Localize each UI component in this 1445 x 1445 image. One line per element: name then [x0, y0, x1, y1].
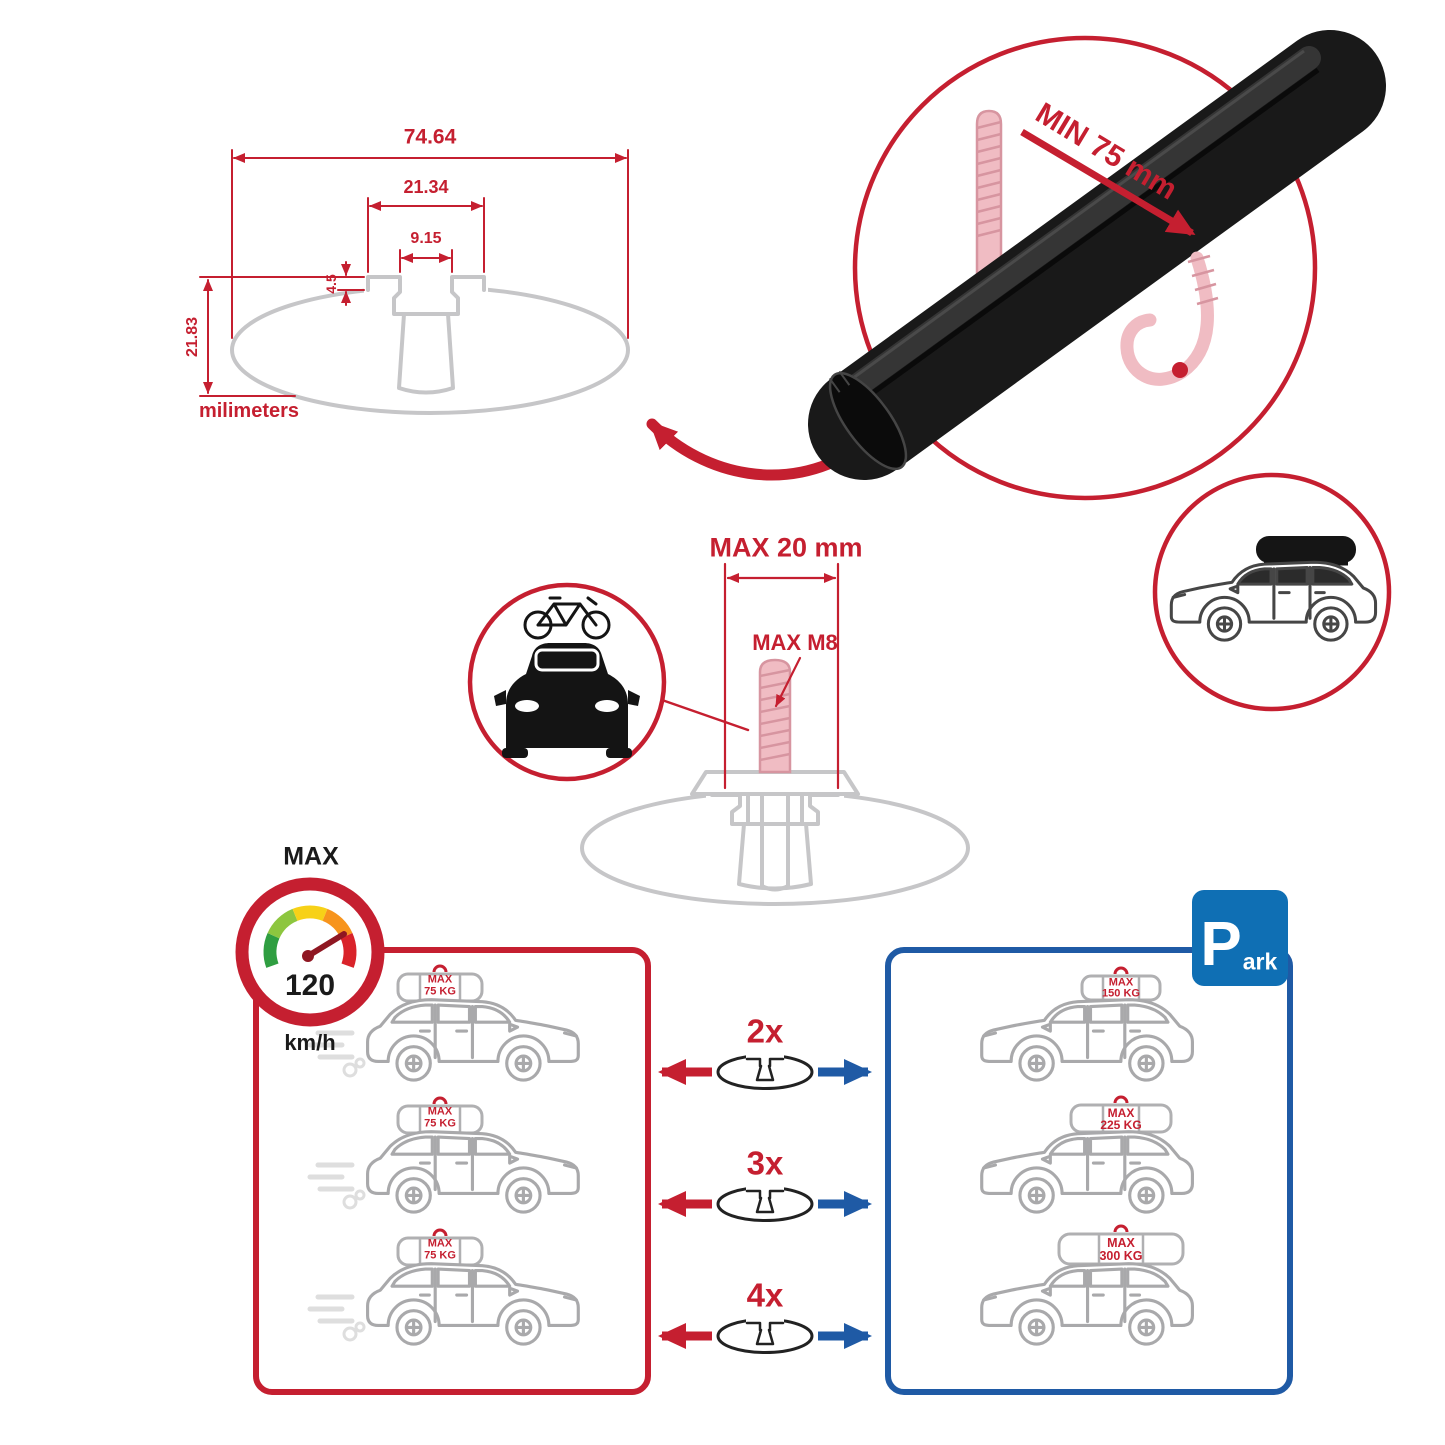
parked-car-row1	[980, 966, 1194, 1082]
car-with-load-row2	[307, 1096, 580, 1214]
car-front-icon	[494, 643, 640, 758]
bolt-spec-diagram	[580, 562, 970, 906]
bicycle-icon	[523, 596, 611, 640]
profile-channel	[366, 275, 486, 395]
speedometer-icon	[235, 877, 385, 1027]
dim-total-height: 21.83	[184, 316, 201, 358]
threaded-rod-upper-icon	[975, 109, 1003, 307]
threaded-hook-lower-icon	[1120, 251, 1219, 386]
crossbar-bar	[808, 30, 1386, 480]
row-multiplier: 2x	[746, 1012, 784, 1050]
park-suffix: ark	[1242, 948, 1278, 975]
min-span-arrow	[1020, 128, 1196, 237]
park-letter: P	[1200, 910, 1242, 979]
detail-circle	[852, 35, 1318, 501]
speed-max-label: MAX	[283, 842, 339, 871]
dim-channel-width: 21.34	[403, 177, 449, 197]
car-with-load-row1	[307, 964, 580, 1082]
car-with-bike-icon	[467, 582, 667, 782]
row-multiplier: 3x	[746, 1144, 784, 1182]
parked-car-row3	[980, 1224, 1194, 1346]
static-load-label: MAX	[1107, 1106, 1135, 1120]
fixing-point-dot	[1172, 362, 1188, 378]
bolt-stud-icon	[758, 658, 792, 774]
units-label: milimeters	[198, 400, 300, 422]
gauge-needle	[305, 931, 347, 959]
dynamic-load-value: 75 KG	[424, 1117, 456, 1130]
capacity-panel-static	[885, 947, 1293, 1395]
dim-lip-height: 4.5	[323, 274, 339, 294]
crossbar-3d-view	[808, 30, 1386, 501]
static-load-label: MAX	[1108, 976, 1134, 989]
capacity-panel-dynamic	[253, 947, 651, 1395]
park-sign-icon	[1192, 890, 1288, 986]
speed-unit: km/h	[284, 1030, 336, 1055]
static-load-value: 300 KG	[1099, 1248, 1143, 1263]
speed-value: 120	[284, 969, 336, 1002]
car-with-load-row3	[307, 1228, 580, 1346]
dim-total-width: 74.64	[403, 125, 457, 149]
roofbox-icon	[1256, 536, 1356, 563]
multiplier-rows	[658, 1052, 872, 1354]
suv-roofbox-icon	[1152, 472, 1392, 712]
static-load-label: MAX	[1107, 1235, 1135, 1250]
max-thread-label: MAX M8	[752, 630, 838, 655]
dynamic-load-label: MAX	[427, 1237, 453, 1250]
dynamic-load-value: 75 KG	[424, 1249, 456, 1262]
static-load-value: 150 KG	[1102, 987, 1140, 1000]
dimension-lines	[199, 149, 629, 397]
crossbar-profile-icon	[716, 1052, 814, 1090]
dynamic-load-label: MAX	[427, 1105, 453, 1118]
m8-leader-line	[774, 656, 802, 708]
row-multiplier: 4x	[746, 1276, 784, 1314]
max-bolt-length-label: MAX 20 mm	[709, 532, 863, 563]
badge-connector-line	[660, 698, 750, 732]
dynamic-load-label: MAX	[427, 973, 453, 986]
crossbar-profile-icon	[716, 1316, 814, 1354]
dynamic-load-value: 75 KG	[424, 985, 456, 998]
crossbar-dimension-diagram	[199, 149, 630, 415]
crossbar-profile-icon	[716, 1184, 814, 1222]
static-load-value: 225 KG	[1100, 1118, 1142, 1132]
parked-car-row2	[980, 1095, 1194, 1214]
bolt-dimension-lines	[660, 562, 840, 790]
dim-slot-width: 9.15	[410, 230, 442, 247]
